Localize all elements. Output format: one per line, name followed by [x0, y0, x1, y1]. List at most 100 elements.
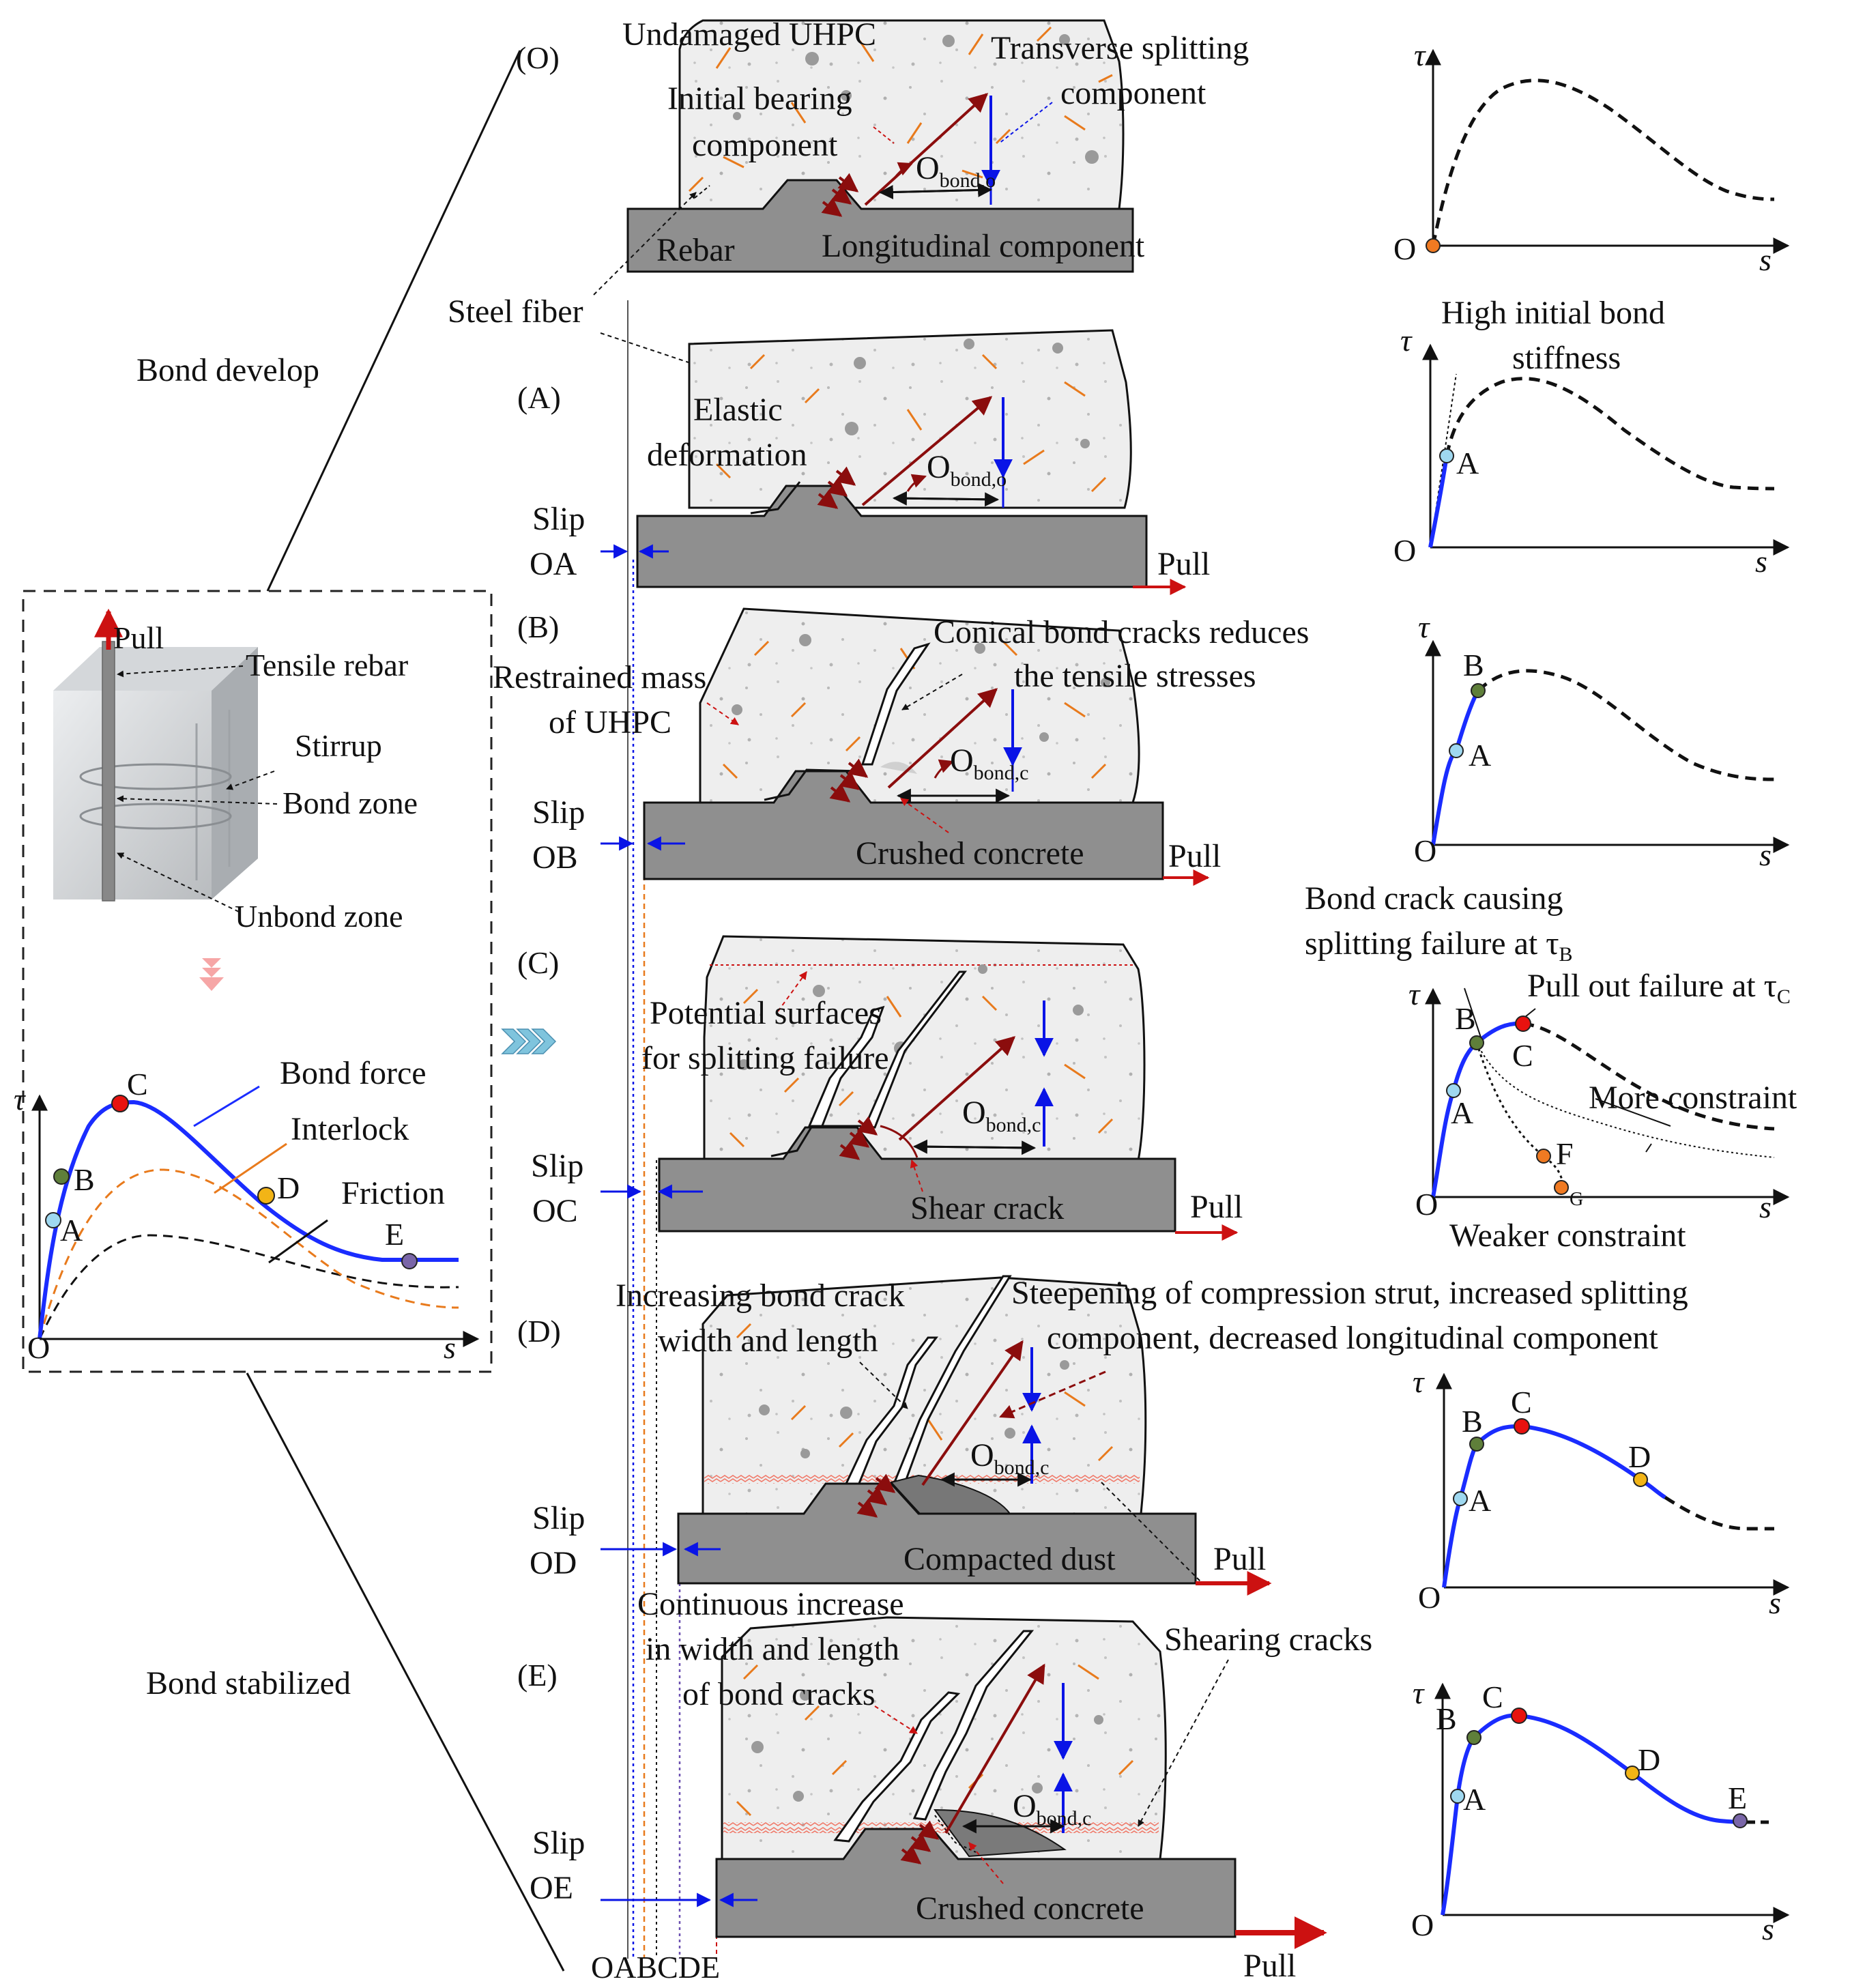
- leader-steel-fiber: [593, 192, 697, 296]
- stage-a-tag: (A): [517, 380, 561, 415]
- summary-panel-border: [22, 590, 493, 1373]
- chart-e-point-b: B: [1436, 1701, 1457, 1736]
- stage-c-tag: (C): [517, 945, 559, 980]
- increasing-crack-label-2: width and length: [658, 1323, 878, 1359]
- pull-b-label: Pull: [1168, 838, 1221, 874]
- chart-a-point-a: A: [1456, 446, 1479, 480]
- increasing-crack-label: Increasing bond crack: [616, 1278, 905, 1314]
- bond-zone-label: Bond zone: [283, 786, 418, 820]
- chart-stage-e: [1434, 1682, 1790, 1923]
- specimen-block: [53, 647, 258, 899]
- initial-bearing-label-2: component: [692, 127, 838, 163]
- slip-b-label-2: OB: [532, 839, 578, 876]
- weaker-constraint-label: Weaker constraint: [1449, 1218, 1686, 1254]
- point-a: [45, 1212, 61, 1228]
- chart-b-origin: O: [1414, 833, 1436, 868]
- chart-e-point-c: C: [1482, 1680, 1503, 1714]
- connector-bottom: [246, 1372, 565, 1972]
- stage-d-diagram: [601, 1275, 1272, 1596]
- chart-c-point-f: F: [1556, 1136, 1574, 1171]
- stage-a-diagram: [601, 329, 1187, 595]
- shear-crack-label: Shear crack: [910, 1190, 1064, 1226]
- longitudinal-component-label: Longitudinal component: [822, 228, 1145, 264]
- point-d: [257, 1187, 275, 1205]
- chart-d-point-a: A: [1469, 1483, 1491, 1518]
- point-e: [401, 1253, 418, 1269]
- chart-stage-c: [1425, 988, 1790, 1205]
- chart-b-point-a: A: [1469, 738, 1491, 773]
- chart-e-point-a: A: [1463, 1782, 1486, 1817]
- chart-d-point-d: D: [1628, 1439, 1651, 1474]
- friction-curve: [38, 1234, 459, 1340]
- chart-c-s: s: [1759, 1190, 1772, 1224]
- chart-e-point-d: D: [1638, 1742, 1660, 1777]
- pull-c-label: Pull: [1190, 1189, 1243, 1225]
- down-chevron-icon: [199, 958, 224, 991]
- slip-b-label: Slip: [532, 794, 585, 831]
- continuous-increase-label: Continuous increase: [637, 1586, 904, 1622]
- chart-a-origin: O: [1393, 533, 1416, 568]
- conical-cracks-label-2: the tensile stresses: [1014, 658, 1256, 694]
- tensile-rebar: [102, 641, 115, 902]
- high-initial-stiffness-label: High initial bond: [1441, 295, 1665, 331]
- chart-b-s: s: [1759, 837, 1772, 872]
- chart-e-origin: O: [1411, 1907, 1434, 1942]
- bond-stabilized-label: Bond stabilized: [146, 1665, 351, 1701]
- compacted-dust-label: Compacted dust: [903, 1541, 1116, 1577]
- restrained-mass-label: Restrained mass: [493, 659, 706, 695]
- bond-develop-label: Bond develop: [136, 352, 319, 388]
- connector-top: [266, 50, 521, 592]
- stage-o-diagram: [626, 19, 1134, 273]
- more-constraint-label: More constraint: [1589, 1080, 1797, 1116]
- bond-force-curve: [38, 1099, 459, 1340]
- pull-a-label: Pull: [1157, 546, 1210, 582]
- summary-d-label: D: [277, 1170, 300, 1205]
- slip-e-label: Slip: [532, 1825, 585, 1861]
- steepening-label-2: component, decreased longitudinal compon…: [1047, 1320, 1658, 1356]
- chart-a-s: s: [1755, 544, 1767, 579]
- elastic-label: Elastic: [693, 392, 783, 428]
- unbond-zone-label: Unbond zone: [235, 899, 403, 934]
- leader-stirrup: [226, 770, 275, 790]
- chart-stage-d: [1436, 1372, 1790, 1596]
- slip-c-label: Slip: [531, 1148, 583, 1184]
- chart-o-s: s: [1759, 242, 1772, 277]
- steepening-label: Steepening of compression strut, increas…: [1011, 1275, 1688, 1311]
- stage-b-diagram: [601, 607, 1210, 886]
- bond-force-label: Bond force: [280, 1055, 427, 1091]
- slip-a-label: Slip: [532, 501, 585, 537]
- leader-tensile-rebar: [117, 665, 244, 678]
- splitting-failure-label-2: splitting failure at τB: [1305, 925, 1573, 966]
- chart-e-s: s: [1762, 1912, 1774, 1946]
- summary-bond-slip-chart: [31, 1085, 480, 1347]
- summary-a-label: A: [60, 1213, 83, 1248]
- transverse-splitting-label-2: component: [1060, 75, 1206, 111]
- chart-c-point-c: C: [1512, 1038, 1533, 1073]
- initial-bearing-label: Initial bearing: [667, 81, 852, 117]
- point-c: [111, 1095, 129, 1112]
- right-chevron-icon: [501, 1028, 557, 1054]
- elastic-label-2: deformation: [647, 437, 807, 473]
- chart-b-tau: τ: [1418, 609, 1430, 644]
- stirrup-label: Stirrup: [295, 728, 382, 763]
- slip-axis-labels: OABCDE: [591, 1950, 720, 1985]
- conical-cracks-label: Conical bond cracks reduces: [934, 614, 1309, 650]
- pull-e-label: Pull: [1243, 1948, 1296, 1984]
- potential-surfaces-label: Potential surfaces: [650, 995, 882, 1031]
- stage-c-diagram: [601, 935, 1239, 1241]
- chart-c-point-a: A: [1451, 1095, 1473, 1130]
- summary-s-label: s: [444, 1330, 456, 1365]
- chart-c-origin: O: [1415, 1187, 1438, 1222]
- chart-d-point-c: C: [1511, 1385, 1532, 1420]
- pull-d-label: Pull: [1213, 1541, 1266, 1577]
- point-b: [53, 1168, 70, 1185]
- theta-o-label: Obond,o: [916, 150, 996, 192]
- shearing-cracks-label: Shearing cracks: [1164, 1622, 1372, 1658]
- stage-e-tag: (E): [517, 1658, 558, 1692]
- rebar-label: Rebar: [656, 232, 735, 268]
- chart-o-tau: τ: [1414, 38, 1426, 72]
- transverse-splitting-label: Transverse splitting: [991, 30, 1249, 66]
- chart-c-tau: τ: [1408, 977, 1421, 1011]
- chart-d-s: s: [1769, 1585, 1781, 1620]
- steel-fiber-label: Steel fiber: [448, 293, 583, 330]
